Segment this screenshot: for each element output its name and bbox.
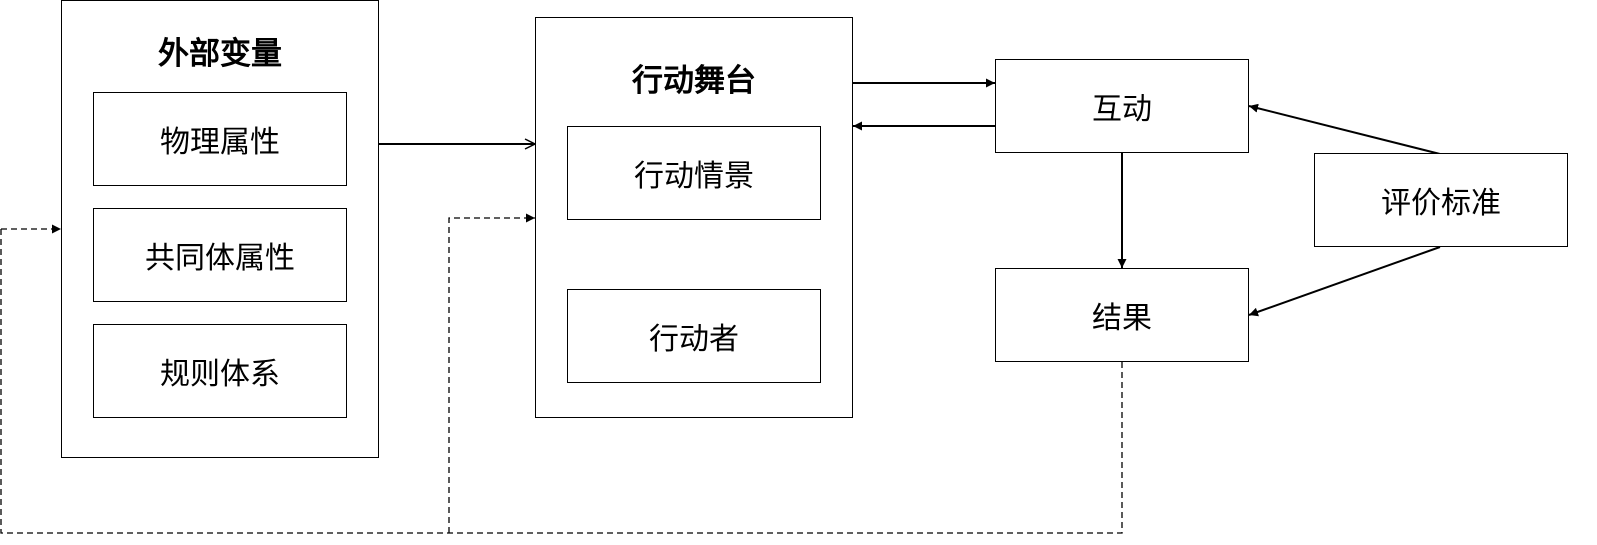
rules-in-use-box: 规则体系 xyxy=(93,324,347,418)
action-situation-label: 行动情景 xyxy=(634,159,754,194)
feedback-arrow-to-arena xyxy=(448,213,535,533)
evaluative-criteria-label: 评价标准 xyxy=(1381,186,1501,221)
community-attributes-box: 共同体属性 xyxy=(93,208,347,302)
physical-attributes-label: 物理属性 xyxy=(160,125,280,160)
outcome-box: 结果 xyxy=(995,268,1249,362)
actors-box: 行动者 xyxy=(567,289,821,383)
external-variables-title: 外部变量 xyxy=(158,36,282,72)
interaction-box: 互动 xyxy=(995,59,1249,153)
action-situation-box: 行动情景 xyxy=(567,126,821,220)
community-attributes-label: 共同体属性 xyxy=(145,241,295,276)
arrow-criteria-to-interaction xyxy=(1248,103,1441,155)
outcome-label: 结果 xyxy=(1092,301,1152,336)
rules-in-use-label: 规则体系 xyxy=(160,357,280,392)
feedback-dashed-line xyxy=(0,229,1123,534)
actors-label: 行动者 xyxy=(649,322,739,357)
interaction-label: 互动 xyxy=(1092,92,1152,127)
action-arena-title: 行动舞台 xyxy=(632,63,756,99)
physical-attributes-box: 物理属性 xyxy=(93,92,347,186)
evaluative-criteria-box: 评价标准 xyxy=(1314,153,1568,247)
arrow-criteria-to-outcome xyxy=(1248,246,1441,317)
